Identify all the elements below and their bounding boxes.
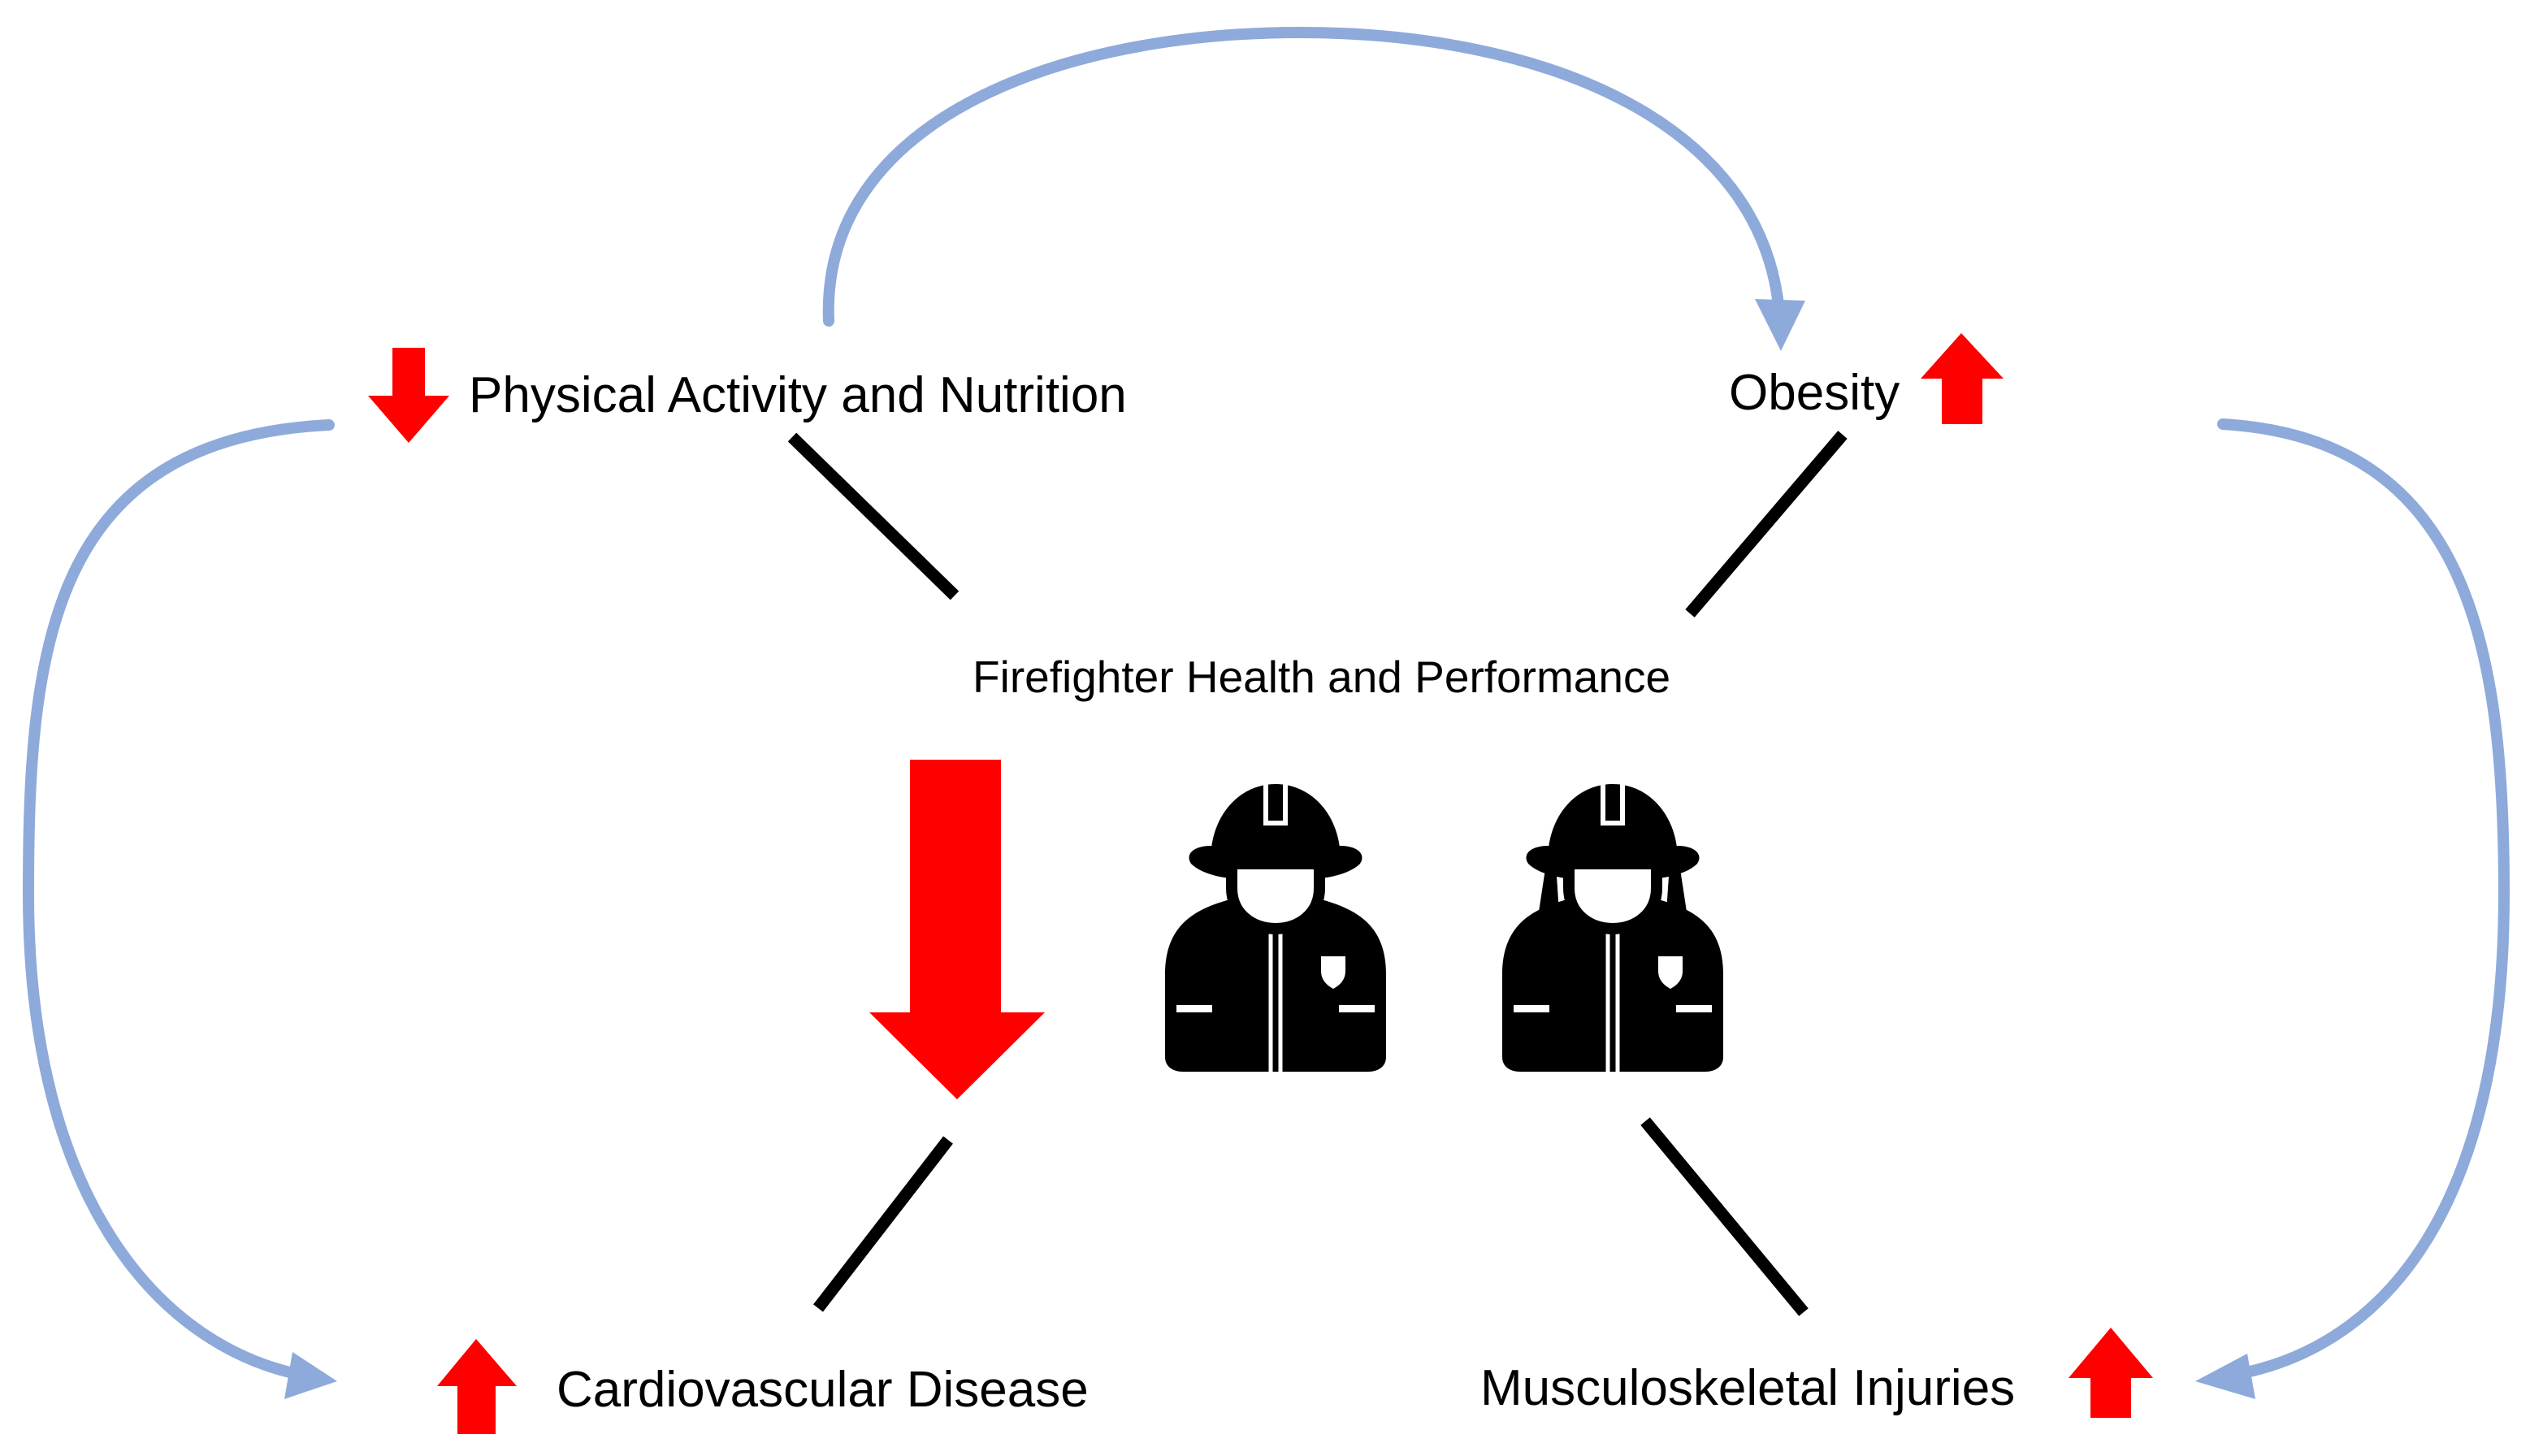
trend-arrow-down-pa [368, 348, 449, 443]
node-label-musculoskeletal: Musculoskeletal Injuries [1480, 1360, 2016, 1416]
trend-arrow-down-center [869, 760, 1045, 1099]
flow-arrow-pa-to-obesity [822, 26, 1805, 351]
trend-arrow-up-obesity [1921, 333, 2004, 424]
connector-lines [787, 431, 1848, 1316]
flow-arrow-pa-to-cvd [22, 419, 337, 1399]
node-label-obesity: Obesity [1729, 365, 1900, 421]
node-label-physical-activity: Physical Activity and Nutrition [469, 367, 1127, 423]
trend-arrow-up-cvd [437, 1339, 517, 1434]
node-label-cardiovascular: Cardiovascular Disease [557, 1362, 1089, 1418]
trend-arrow-up-msk [2069, 1328, 2153, 1418]
firefighter-female-icon [1502, 784, 1723, 1072]
center-label: Firefighter Health and Performance [973, 652, 1671, 702]
firefighter-male-icon [1165, 784, 1386, 1072]
flow-arrow-obesity-to-msk [2195, 418, 2511, 1399]
